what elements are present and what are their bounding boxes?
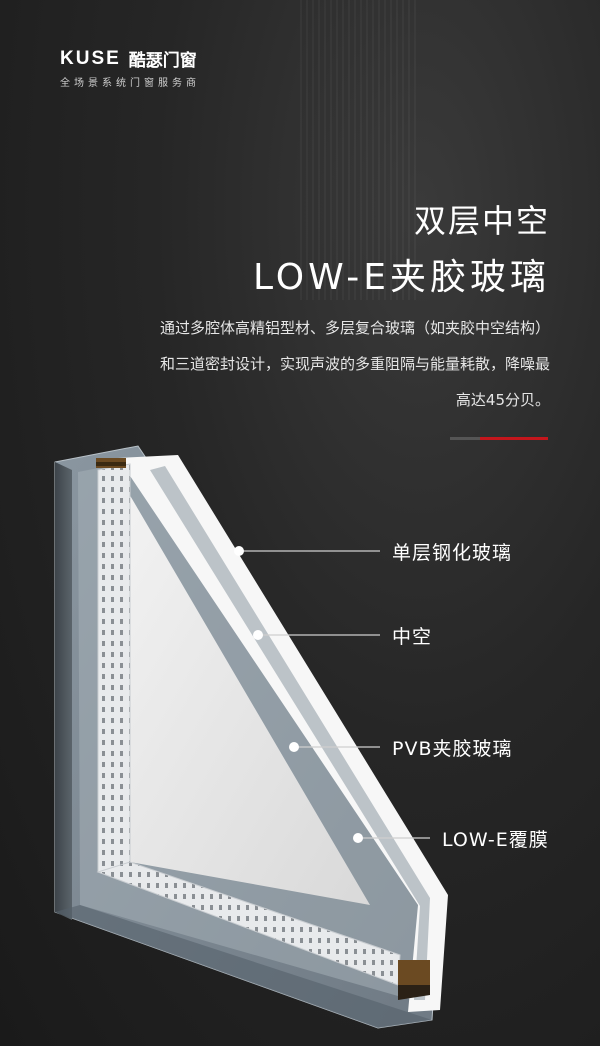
glass-cross-section-illustration [54, 445, 448, 1029]
spacer-bottom [96, 861, 401, 986]
label-tempered-glass: 单层钢化玻璃 [392, 542, 513, 564]
white-layer-band [118, 455, 448, 1012]
description-line3: 高达45分贝。 [455, 391, 550, 409]
headline-line1: 双层中空 [413, 202, 550, 240]
logo-row: KUSE 酷瑟门窗 [60, 46, 200, 72]
label-hollow: 中空 [392, 626, 433, 648]
desiccant-bottom [398, 960, 430, 992]
accent-divider-red [480, 437, 548, 440]
callout-lines [239, 550, 430, 839]
label-pvb-laminated-glass: PVB夹胶玻璃 [392, 738, 513, 760]
accent-divider-grey [450, 437, 480, 440]
brand-logo: KUSE 酷瑟门窗 全场景系统门窗服务商 [60, 46, 200, 90]
description: 通过多腔体高精铝型材、多层复合玻璃（如夹胶中空结构） 和三道密封设计，实现声波的… [80, 310, 550, 418]
description-line1: 通过多腔体高精铝型材、多层复合玻璃（如夹胶中空结构） [159, 319, 550, 337]
headline-line2: LOW-E夹胶玻璃 [253, 257, 550, 298]
accent-divider [450, 437, 548, 440]
label-lowe-coating: LOW-E覆膜 [442, 829, 549, 851]
bottom-shadow [55, 905, 432, 1028]
callout-dots [234, 546, 363, 843]
description-line2: 和三道密封设计，实现声波的多重阻隔与能量耗散，降噪最 [159, 355, 550, 373]
sealant-bottom [398, 985, 430, 1000]
pane-face [128, 492, 370, 905]
desiccant-top-2 [96, 462, 126, 466]
logo-chinese-name: 酷瑟门窗 [128, 51, 197, 71]
frame-edge [55, 462, 72, 920]
logo-wordmark: KUSE [60, 47, 121, 69]
background-stripes [300, 0, 418, 300]
logo-tagline: 全场景系统门窗服务商 [60, 78, 200, 89]
spacer-vertical [97, 463, 131, 873]
